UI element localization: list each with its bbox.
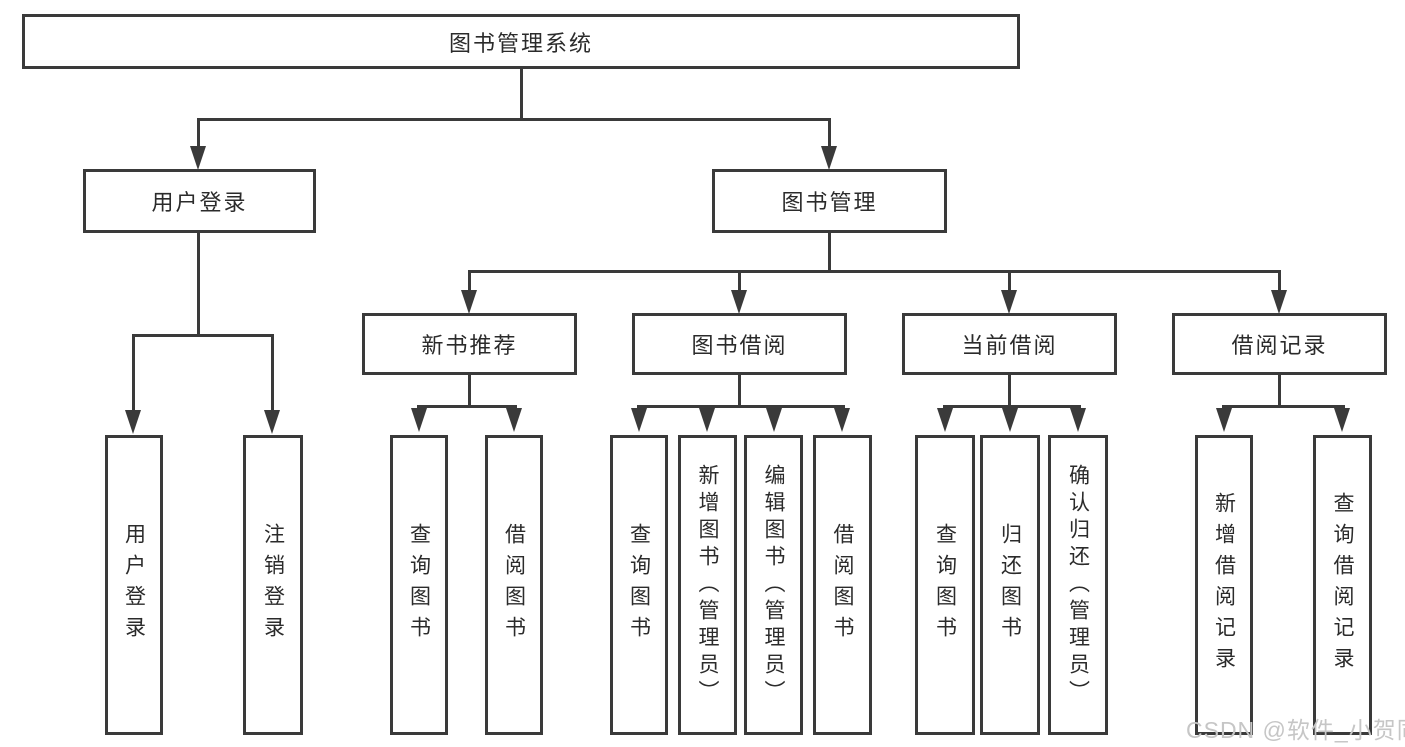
leaf-borrow-borrow-books-label: 借阅图书 [831,523,854,647]
leaf-edit-book-admin: 编辑图书（管理员） [744,435,803,735]
leaf-edit-book-admin-label: 编辑图书（管理员） [762,463,785,707]
node-new-book-recommend: 新书推荐 [362,313,577,375]
arrow-bookborrow-borrow [834,408,850,432]
leaf-borrow-query-books-label: 查询图书 [627,523,651,647]
leaf-confirm-return-admin-label: 确认归还（管理员） [1066,463,1090,707]
leaf-borrow-query-books: 查询图书 [610,435,668,735]
arrow-records-add [1216,408,1232,432]
leaf-newbook-borrow-books-label: 借阅图书 [502,523,526,647]
edge-stub-user-login [197,118,200,150]
leaf-return-books: 归还图书 [980,435,1040,735]
leaf-add-book-admin-label: 新增图书（管理员） [696,463,719,707]
arrow-bookborrow-add [699,408,715,432]
node-current-borrow: 当前借阅 [902,313,1117,375]
edge-currentborrow-vertical [1008,375,1011,407]
leaf-return-books-label: 归还图书 [998,523,1022,647]
edge-root-horizontal [197,118,831,121]
leaf-confirm-return-admin: 确认归还（管理员） [1048,435,1108,735]
node-book-borrow: 图书借阅 [632,313,847,375]
leaf-query-borrow-record-label: 查询借阅记录 [1331,492,1354,678]
leaf-newbook-borrow-books: 借阅图书 [485,435,543,735]
edge-records-vertical [1278,375,1281,407]
arrow-newbook-borrow [506,408,522,432]
arrow-newbook-query [411,408,427,432]
leaf-current-query-books: 查询图书 [915,435,975,735]
node-book-mgmt: 图书管理 [712,169,947,233]
leaf-user-login: 用户登录 [105,435,163,735]
arrow-to-borrow-records [1271,290,1287,314]
leaf-newbook-query-books: 查询图书 [390,435,448,735]
arrow-currentborrow-confirm [1070,408,1086,432]
arrow-currentborrow-query [937,408,953,432]
arrow-to-current-borrow [1001,290,1017,314]
leaf-logout: 注销登录 [243,435,303,735]
edge-newbook-horizontal [417,405,517,408]
edge-bookmgmt-horizontal [468,270,1281,273]
leaf-logout-label: 注销登录 [261,523,285,647]
arrow-to-book-borrow [731,290,747,314]
edge-bookborrow-horizontal [637,405,845,408]
edge-stub-new-book [468,270,471,292]
edge-stub-leaf-login [132,334,135,412]
arrow-currentborrow-return [1002,408,1018,432]
leaf-add-borrow-record: 新增借阅记录 [1195,435,1253,735]
edge-newbook-vertical [468,375,471,407]
arrow-bookborrow-edit [766,408,782,432]
csdn-watermark: CSDN @软件_小贺同学 [1186,717,1405,743]
edge-userlogin-vertical [197,233,200,336]
arrow-bookborrow-query [631,408,647,432]
leaf-query-borrow-record: 查询借阅记录 [1313,435,1372,735]
arrow-to-leaf-login [125,410,141,434]
edge-records-horizontal [1222,405,1345,408]
edge-bookmgmt-vertical [828,233,831,272]
leaf-borrow-borrow-books: 借阅图书 [813,435,872,735]
leaf-current-query-books-label: 查询图书 [933,523,957,647]
edge-userlogin-horizontal [132,334,274,337]
node-borrow-records: 借阅记录 [1172,313,1387,375]
arrow-records-query [1334,408,1350,432]
leaf-add-book-admin: 新增图书（管理员） [678,435,737,735]
edge-currentborrow-horizontal [943,405,1081,408]
edge-root-vertical [520,68,523,120]
arrow-to-user-login [190,146,206,170]
edge-stub-leaf-logout [271,334,274,412]
leaf-add-borrow-record-label: 新增借阅记录 [1212,492,1236,678]
edge-stub-book-borrow [738,270,741,292]
leaf-newbook-query-books-label: 查询图书 [407,523,431,647]
arrow-to-leaf-logout [264,410,280,434]
arrow-to-new-book [461,290,477,314]
edge-bookborrow-vertical [738,375,741,407]
node-user-login: 用户登录 [83,169,316,233]
edge-stub-book-mgmt [828,118,831,150]
arrow-to-book-mgmt [821,146,837,170]
edge-stub-current-borrow [1008,270,1011,292]
node-root-system: 图书管理系统 [22,14,1020,69]
edge-stub-borrow-records [1278,270,1281,292]
leaf-user-login-label: 用户登录 [122,523,146,647]
